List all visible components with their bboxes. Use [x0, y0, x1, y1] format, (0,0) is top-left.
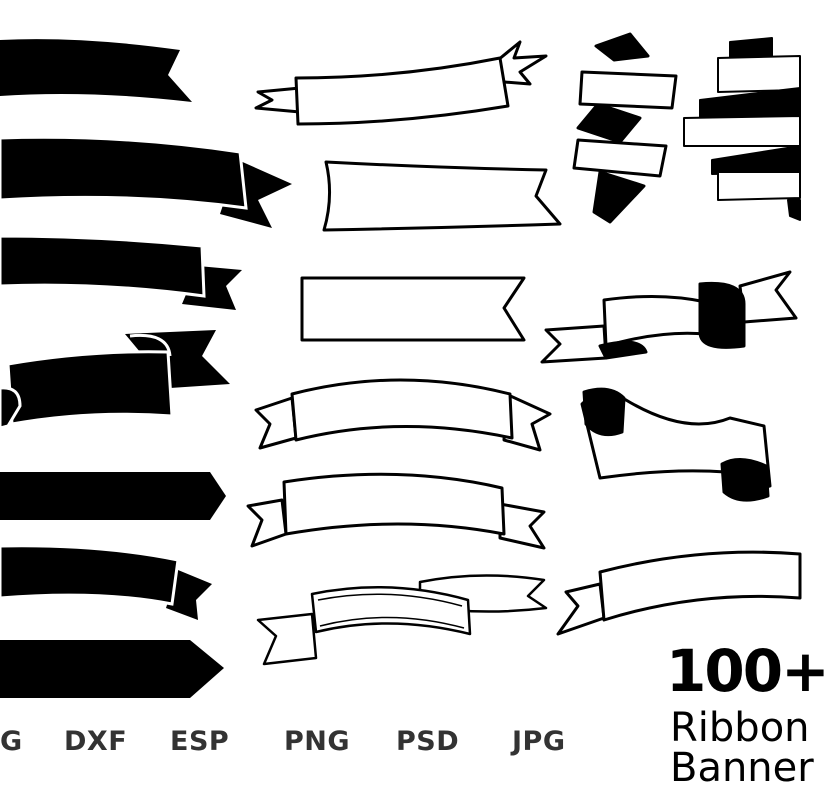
solid-ribbon-2	[0, 135, 292, 228]
solid-ribbons	[0, 39, 292, 698]
outline-ribbon-4	[254, 378, 552, 452]
format-label-png: PNG	[284, 726, 351, 757]
format-label-esp: ESP	[170, 726, 230, 757]
outline-ribbon-5	[246, 472, 546, 550]
outline-ribbon-1	[254, 40, 548, 126]
wavy-ribbon	[540, 270, 798, 364]
headline-line2: Banner	[670, 745, 814, 791]
curved-banner	[556, 550, 802, 636]
zigzag-ribbon	[572, 32, 678, 224]
outline-ribbon-3	[300, 276, 526, 342]
outline-ribbon-6	[256, 574, 548, 666]
outline-ribbon-2	[322, 160, 562, 232]
solid-ribbon-7	[0, 640, 224, 698]
outline-ribbons	[246, 40, 562, 666]
book-stack	[683, 37, 801, 221]
ribbon-banner-collection	[0, 32, 802, 698]
solid-ribbon-3	[0, 234, 242, 310]
format-label-jpg: JPG	[512, 726, 566, 757]
headline-line1: Ribbon	[670, 705, 810, 751]
format-label-svg-fragment: G	[0, 726, 23, 757]
solid-ribbon-4	[0, 330, 230, 430]
scroll-ribbon	[580, 387, 772, 502]
solid-ribbon-6	[0, 544, 212, 620]
format-label-psd: PSD	[396, 726, 460, 757]
headline-count: 100+	[666, 637, 828, 705]
format-label-dxf: DXF	[64, 726, 128, 757]
solid-ribbon-5	[0, 472, 226, 520]
mixed-ribbons	[540, 32, 802, 636]
solid-ribbon-1	[0, 39, 192, 102]
